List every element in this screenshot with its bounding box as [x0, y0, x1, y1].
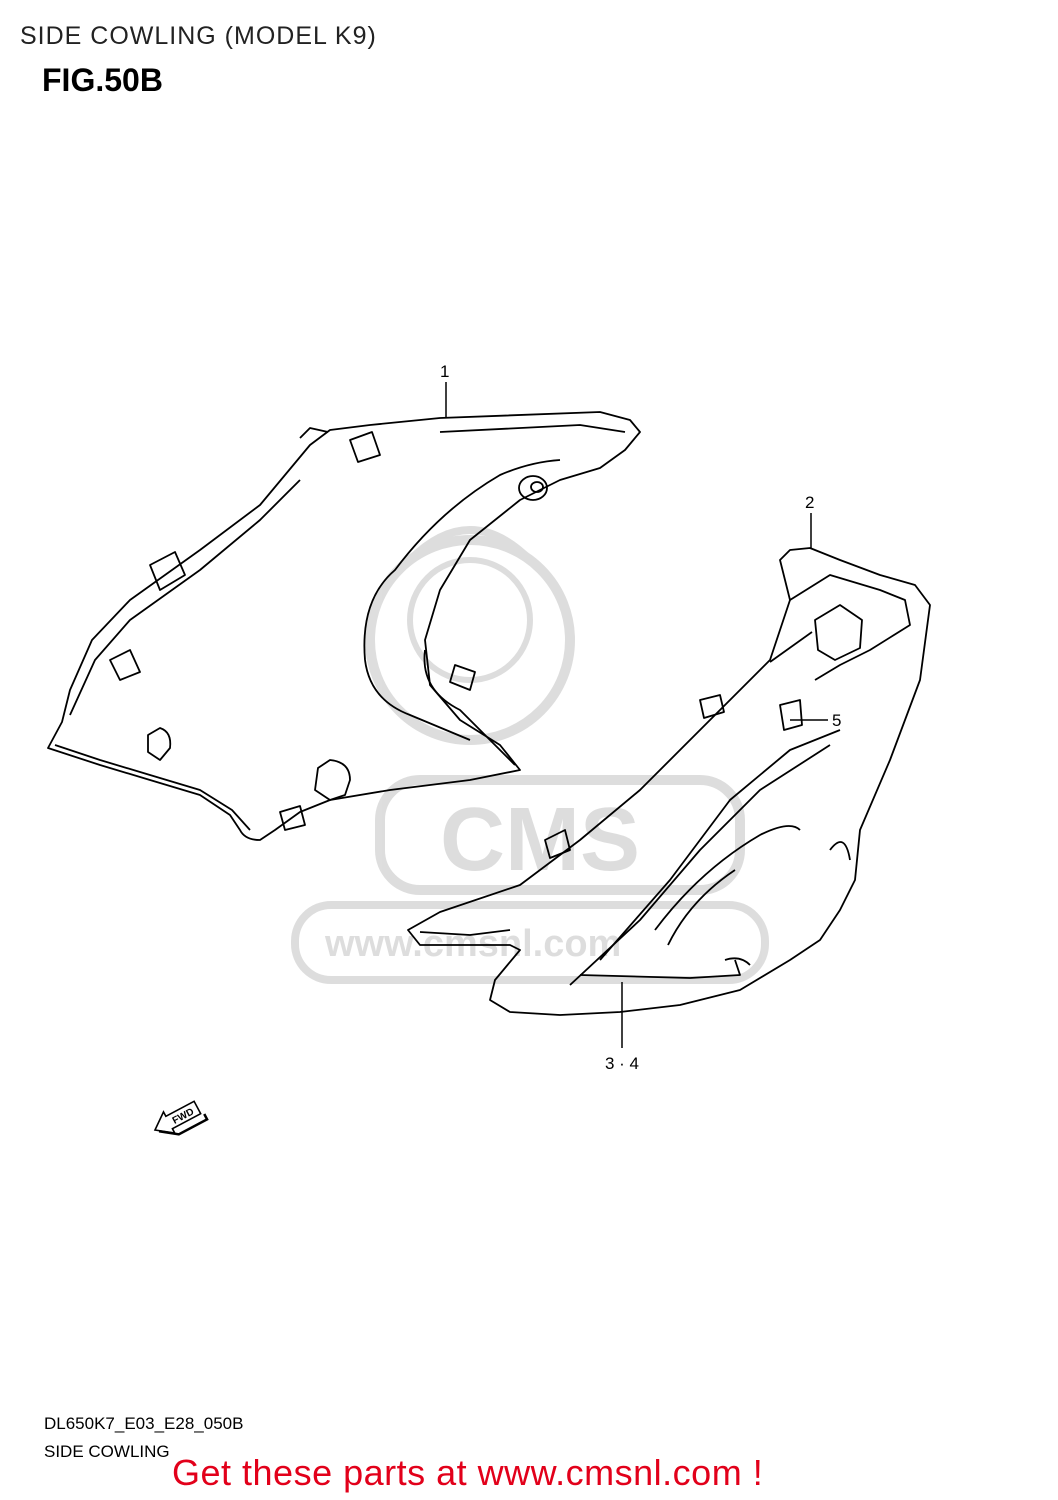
fwd-label: FWD: [171, 1106, 196, 1126]
cta-link[interactable]: Get these parts at www.cmsnl.com !: [172, 1452, 764, 1493]
callout-5: 5: [832, 711, 841, 730]
callout-3-4: 3 · 4: [605, 1054, 639, 1073]
watermark-url: www.cmsnl.com: [324, 923, 621, 965]
leader-lines: [445, 382, 828, 1048]
page-title: SIDE COWLING (MODEL K9): [20, 22, 377, 50]
watermark: CMS www.cmsnl.com: [291, 526, 769, 984]
side-cowling-part-1: [47, 411, 641, 841]
callout-2: 2: [805, 493, 814, 512]
fwd-arrow-icon: FWD: [153, 1100, 209, 1136]
watermark-logo: CMS: [440, 790, 640, 890]
callout-1: 1: [440, 362, 449, 381]
figure-number: FIG.50B: [42, 62, 163, 98]
diagram-name: SIDE COWLING: [44, 1442, 170, 1461]
side-cowling-part-2: [407, 547, 931, 1016]
diagram-code: DL650K7_E03_E28_050B: [44, 1414, 244, 1433]
